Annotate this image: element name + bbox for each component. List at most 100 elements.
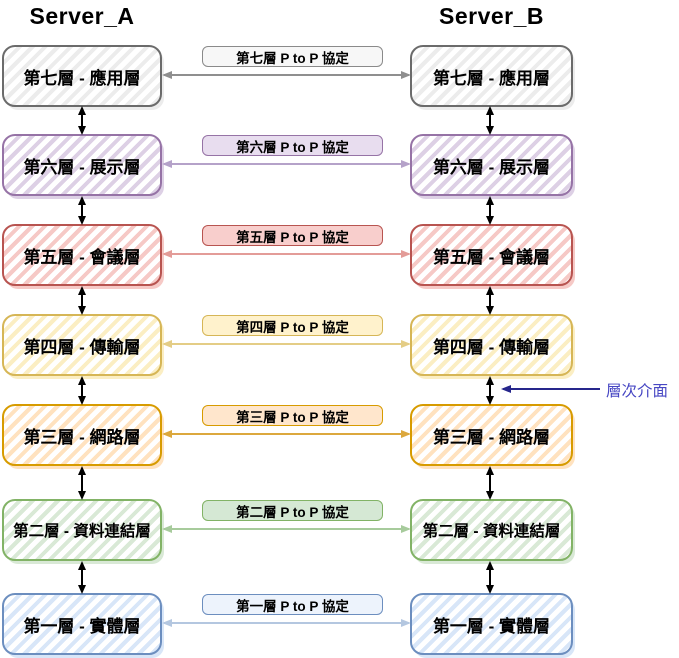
layer-6-label: 第六層 - 展示層 (432, 157, 551, 177)
peer-protocol-arrow-7 (162, 70, 411, 79)
peer-protocol-arrow-4 (162, 339, 411, 348)
annotation-arrow (501, 384, 600, 393)
arrowhead-down-icon (77, 396, 86, 405)
arrowhead-down-icon (77, 216, 86, 225)
arrowhead-up-icon (77, 286, 86, 295)
interlayer-arrow-b-5-4 (485, 286, 495, 315)
layer-3-label: 第三層 - 網路層 (432, 427, 551, 447)
server-a-layer-5-box: 第五層 - 會議層 (2, 224, 162, 286)
layer-4-label: 第四層 - 傳輸層 (23, 337, 141, 357)
arrowhead-up-icon (485, 286, 494, 295)
protocol-label-7-text: 第七層 P to P 協定 (236, 50, 349, 66)
layer-row-7: 第七層 - 應用層 第七層 P to P 協定 第七層 - 應用層 (0, 45, 679, 107)
protocol-label-5-text: 第五層 P to P 協定 (236, 229, 349, 245)
layer-7-label: 第七層 - 應用層 (432, 68, 551, 88)
interlayer-arrow-a-4-3 (77, 376, 87, 405)
arrowhead-up-icon (485, 196, 494, 205)
arrow-line (489, 199, 491, 222)
arrowhead-left-icon (162, 159, 172, 168)
arrow-line (81, 199, 83, 222)
arrow-line (489, 469, 491, 497)
protocol-label-2-text: 第二層 P to P 協定 (236, 504, 349, 520)
arrowhead-right-icon (401, 249, 411, 258)
server-b-layer-7-box: 第七層 - 應用層 (410, 45, 573, 107)
arrowhead-left-icon (162, 339, 172, 348)
arrowhead-down-icon (77, 585, 86, 594)
interlayer-arrow-a-3-2 (77, 466, 87, 500)
arrowhead-up-icon (485, 106, 494, 115)
layer-row-6: 第六層 - 展示層 第六層 P to P 協定 第六層 - 展示層 (0, 134, 679, 196)
server-b-layer-1-box: 第一層 - 實體層 (410, 593, 573, 655)
arrowhead-down-icon (77, 491, 86, 500)
protocol-label-6: 第六層 P to P 協定 (202, 135, 383, 156)
interlayer-arrow-b-3-2 (485, 466, 495, 500)
interlayer-arrow-a-6-5 (77, 196, 87, 225)
layer-1-label: 第一層 - 實體層 (432, 616, 551, 636)
arrow-line (81, 289, 83, 312)
layer-5-label: 第五層 - 會議層 (432, 247, 551, 267)
peer-protocol-arrow-3 (162, 429, 411, 438)
interlayer-arrow-b-4-3 (485, 376, 495, 405)
protocol-label-3: 第三層 P to P 協定 (202, 405, 383, 426)
layer-row-3: 第三層 - 網路層 第三層 P to P 協定 第三層 - 網路層 (0, 404, 679, 466)
server-a-layer-6-box: 第六層 - 展示層 (2, 134, 162, 196)
server-a-layer-2-box: 第二層 - 資料連結層 (2, 499, 162, 561)
arrowhead-up-icon (485, 561, 494, 570)
server-b-title: Server_B (438, 3, 545, 29)
arrowhead-down-icon (485, 491, 494, 500)
arrowhead-down-icon (77, 126, 86, 135)
layer-row-1: 第一層 - 實體層 第一層 P to P 協定 第一層 - 實體層 (0, 593, 679, 655)
arrowhead-left-icon (162, 618, 172, 627)
arrowhead-left-icon (162, 70, 172, 79)
interlayer-arrow-a-7-6 (77, 106, 87, 135)
interlayer-arrow-a-5-4 (77, 286, 87, 315)
interlayer-arrow-b-7-6 (485, 106, 495, 135)
arrowhead-up-icon (485, 466, 494, 475)
peer-protocol-arrow-2 (162, 524, 411, 533)
protocol-label-5: 第五層 P to P 協定 (202, 225, 383, 246)
arrowhead-down-icon (77, 306, 86, 315)
arrow-line (489, 564, 491, 591)
arrowhead-up-icon (77, 196, 86, 205)
layer-7-label: 第七層 - 應用層 (23, 68, 141, 88)
protocol-label-3-text: 第三層 P to P 協定 (236, 409, 349, 425)
peer-protocol-arrow-5 (162, 249, 411, 258)
arrowhead-right-icon (401, 618, 411, 627)
arrowhead-left-icon (162, 249, 172, 258)
server-b-layer-5-box: 第五層 - 會議層 (410, 224, 573, 286)
peer-protocol-arrow-1 (162, 618, 411, 627)
protocol-label-4: 第四層 P to P 協定 (202, 315, 383, 336)
server-b-layer-2-box: 第二層 - 資料連結層 (410, 499, 573, 561)
arrowhead-right-icon (401, 339, 411, 348)
server-a-title: Server_A (29, 3, 135, 29)
interlayer-arrow-a-2-1 (77, 561, 87, 594)
interlayer-arrow-b-2-1 (485, 561, 495, 594)
layer-3-label: 第三層 - 網路層 (23, 427, 141, 447)
arrowhead-left-icon (162, 524, 172, 533)
layer-5-label: 第五層 - 會議層 (23, 247, 141, 267)
protocol-label-1-text: 第一層 P to P 協定 (236, 598, 349, 614)
arrow-line (81, 109, 83, 132)
server-a-layer-4-box: 第四層 - 傳輸層 (2, 314, 162, 376)
arrowhead-right-icon (401, 70, 411, 79)
peer-protocol-arrow-6 (162, 159, 411, 168)
layer-6-label: 第六層 - 展示層 (23, 157, 141, 177)
server-b-layer-4-box: 第四層 - 傳輸層 (410, 314, 573, 376)
arrowhead-down-icon (485, 126, 494, 135)
arrowhead-left-icon (501, 384, 511, 393)
arrowhead-down-icon (485, 216, 494, 225)
arrow-line (489, 109, 491, 132)
arrow-line (81, 469, 83, 497)
server-b-layer-6-box: 第六層 - 展示層 (410, 134, 573, 196)
server-a-layer-1-box: 第一層 - 實體層 (2, 593, 162, 655)
layer-4-label: 第四層 - 傳輸層 (432, 337, 551, 357)
arrowhead-down-icon (485, 306, 494, 315)
arrowhead-right-icon (401, 429, 411, 438)
arrowhead-down-icon (485, 396, 494, 405)
layer-2-label: 第二層 - 資料連結層 (422, 523, 561, 540)
arrowhead-up-icon (77, 106, 86, 115)
arrowhead-up-icon (485, 376, 494, 385)
arrowhead-up-icon (77, 561, 86, 570)
arrowhead-down-icon (485, 585, 494, 594)
